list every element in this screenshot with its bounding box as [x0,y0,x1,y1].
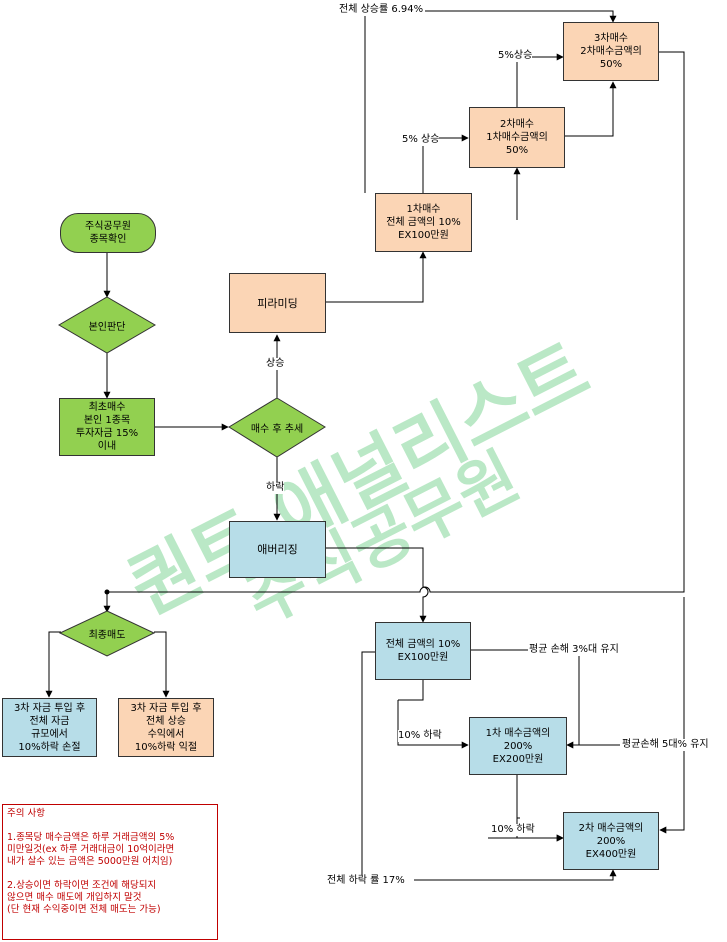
buy1-node: 1차매수 전체 금액의 10% EX100만원 [375,193,472,252]
label-rise-5-mid: 5% 상승 [402,134,440,146]
buy2-node: 2차매수 1차매수금액의 50% [469,107,565,168]
label-drop-10-b: 10% 하락 [491,824,535,836]
label-up: 상승 [266,358,285,370]
buy3-node: 3차매수 2차매수금액의 50% [563,22,659,81]
label-drop-10-a: 10% 하락 [398,730,442,742]
caution-item-2: 2.상승이면 하락이면 조건에 해당되지 않으면 매수 매도에 개입하지 말것 … [7,880,161,915]
self-judge-diamond [58,296,156,354]
trend-label: 매수 후 추세 [250,423,304,435]
avg2-node: 1차 매수금액의 200% EX200만원 [469,717,567,775]
self-judge-label: 본인판단 [88,321,126,333]
averaging-node: 애버리징 [229,521,326,578]
trend-diamond [228,397,326,458]
pyramiding-node: 피라미딩 [229,273,326,333]
caution-item-1: 1.종목당 매수금액은 하루 거래금액의 5% 미만일것(ex 하루 거래대금이… [7,832,175,867]
final-sell-diamond [58,610,156,657]
label-total-rise: 전체 상승률 6.94% [337,4,426,16]
first-buy-node: 최초매수 본인 1종목 투자자금 15% 이내 [59,398,155,456]
start-node: 주식공무원 종목확인 [60,213,156,253]
label-down: 하락 [266,482,285,494]
final-sell-label: 최종매도 [88,629,126,641]
label-avg-loss-3: 평균 손해 3%대 유지 [528,644,620,656]
label-rise-5-top: 5%상승 [498,50,533,62]
avg1-node: 전체 금액의 10% EX100만원 [375,622,471,680]
take-profit-node: 3차 자금 투입 후 전체 상승 수익에서 10%하락 익절 [118,698,214,757]
label-avg-loss-5: 평균손해 5대% 유지 [622,739,709,751]
label-total-drop: 전체 하락 률 17% [325,875,407,887]
avg3-node: 2차 매수금액의 200% EX400만원 [563,812,659,870]
caution-note: 주의 사항 1.종목당 매수금액은 하루 거래금액의 5% 미만일것(ex 하루… [2,804,218,940]
caution-title: 주의 사항 [7,808,45,819]
stop-loss-node: 3차 자금 투입 후 전체 자금 규모에서 10%하락 손절 [2,698,97,757]
